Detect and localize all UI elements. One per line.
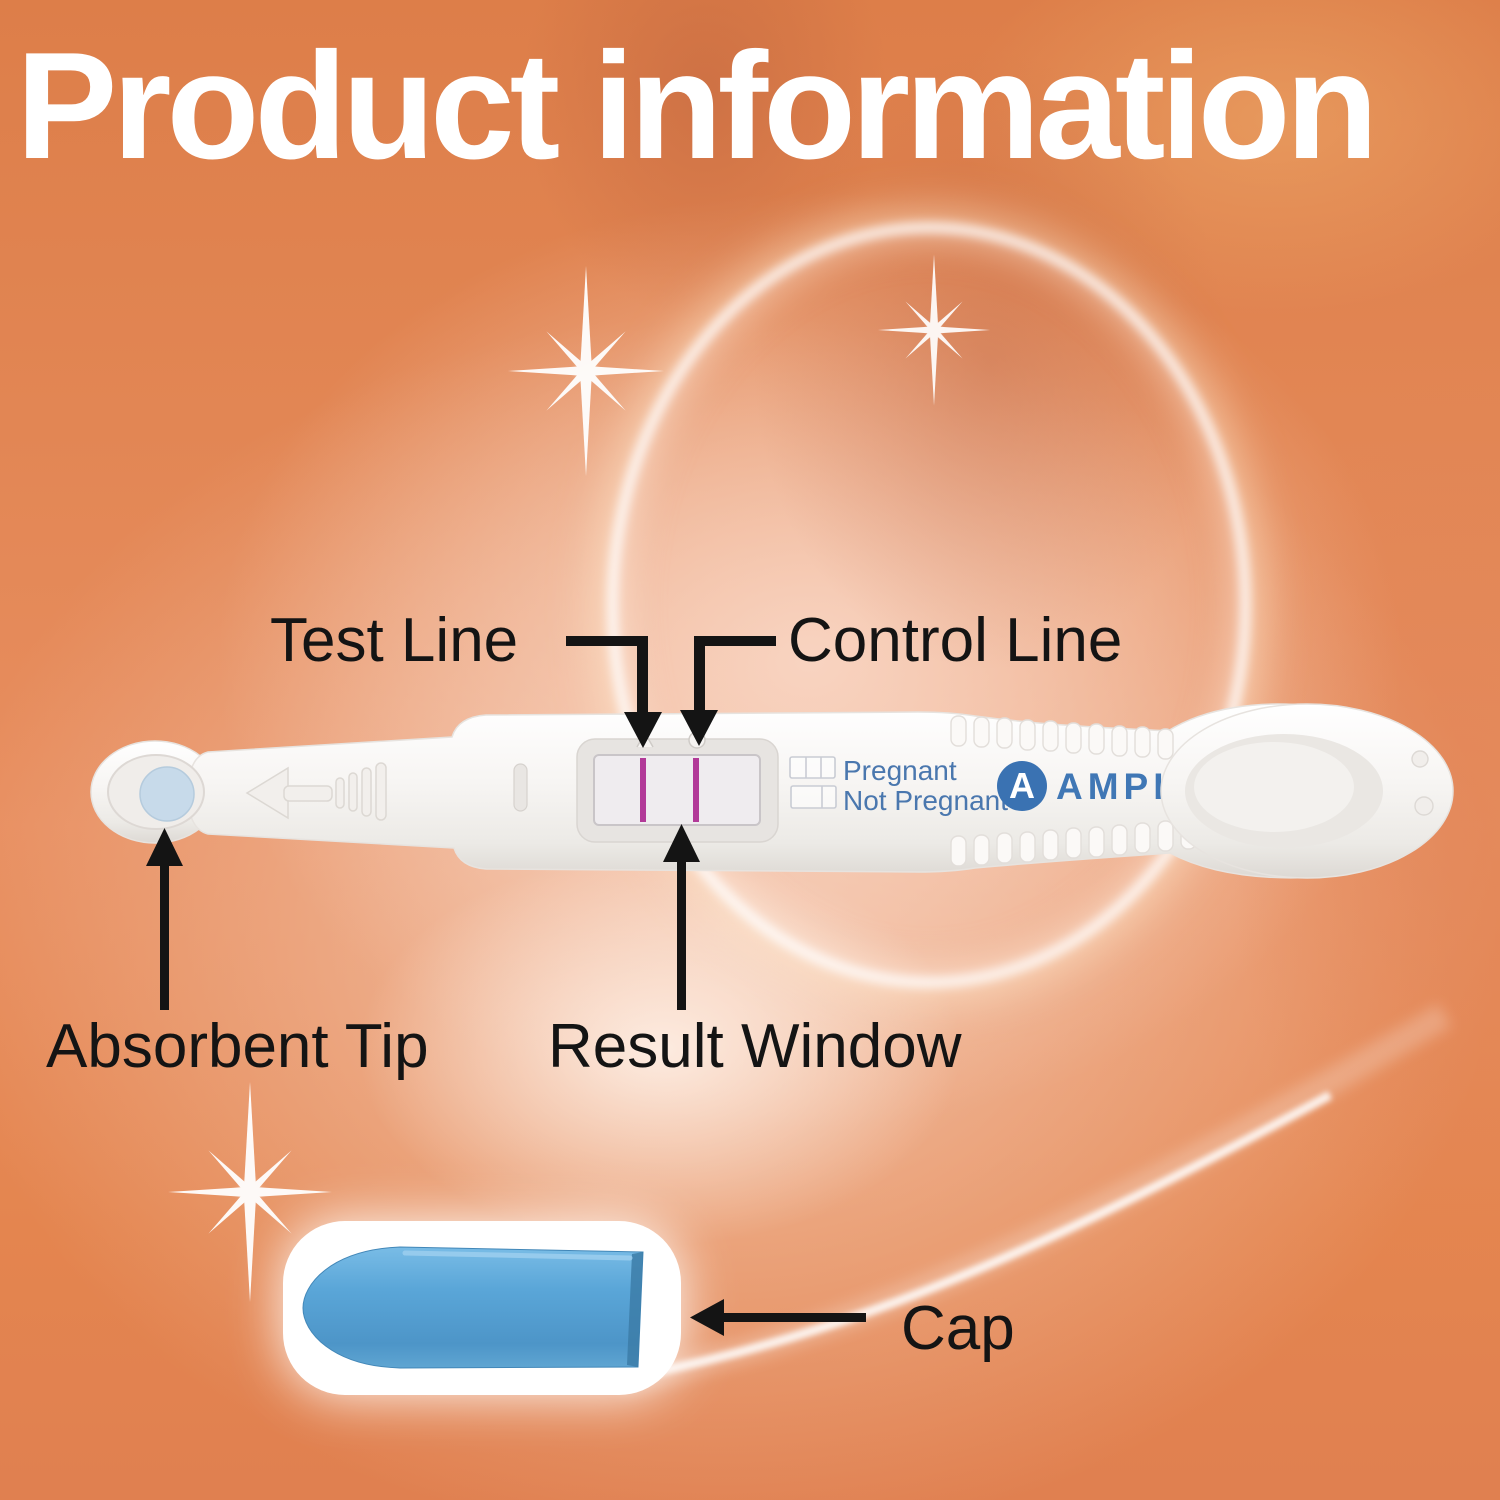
- not-pregnant-legend-icon: [790, 785, 837, 809]
- light-streak: [617, 1003, 1452, 1395]
- cap: [302, 1246, 644, 1369]
- not-pregnant-label: Not Pregnant: [843, 785, 1008, 816]
- amplim-logo-monogram: A: [1009, 765, 1035, 806]
- pregnancy-test-stick: Pregnant Not Pregnant A AMPLIM: [90, 703, 1454, 879]
- pregnant-label: Pregnant: [843, 755, 957, 786]
- annotation-arrows: [146, 636, 866, 1336]
- cap-arrow: [690, 1299, 866, 1336]
- label-absorbent-tip: Absorbent Tip: [46, 1012, 429, 1081]
- thumb-grip-highlight: [1194, 742, 1354, 832]
- housing-slot: [513, 763, 528, 812]
- paddle-bump-top: [1411, 750, 1429, 768]
- glow-ring: [607, 222, 1251, 988]
- control-line-mark: [693, 758, 699, 822]
- direction-arrow-emboss: [245, 762, 387, 821]
- absorbent-tip-arrow: [146, 828, 183, 1010]
- label-result-window: Result Window: [548, 1012, 962, 1081]
- label-control-line: Control Line: [788, 606, 1123, 675]
- amplim-logo-icon: [997, 761, 1047, 811]
- page-title: Product information: [16, 21, 1378, 191]
- label-test-line: Test Line: [270, 606, 519, 675]
- grip-ribs: [950, 715, 1197, 867]
- control-line-arrow: [680, 636, 776, 746]
- test-line-mark: [640, 758, 646, 822]
- label-cap: Cap: [901, 1294, 1015, 1363]
- cap-highlight: [402, 1250, 633, 1261]
- pregnant-legend-icon: [789, 756, 836, 779]
- test-line-arrow: [566, 636, 662, 748]
- absorbent-tip-pad: [139, 766, 195, 822]
- paddle-bump-bottom: [1414, 796, 1434, 816]
- result-window: [593, 754, 761, 826]
- cap-opening-edge: [627, 1252, 643, 1367]
- result-window-arrow: [663, 824, 700, 1010]
- cap-panel: [283, 1221, 681, 1395]
